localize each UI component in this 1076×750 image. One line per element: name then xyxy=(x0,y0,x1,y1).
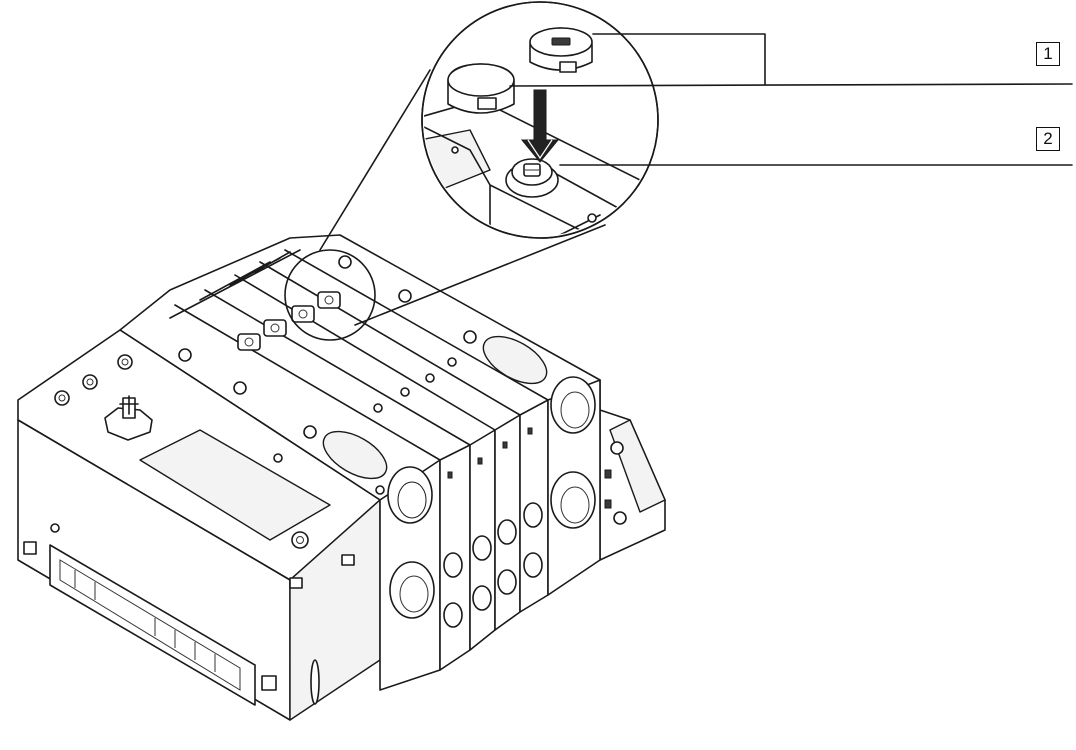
detail-view xyxy=(421,1,659,239)
valve-terminal-assembly xyxy=(17,234,666,721)
valve-slices xyxy=(169,249,549,495)
callout-leaders xyxy=(509,33,1073,166)
cover-cap-lower xyxy=(447,63,515,114)
detail-zoom-area xyxy=(284,249,376,341)
electrical-connection-module xyxy=(17,329,381,721)
manual-override-socket xyxy=(505,158,559,198)
multipin-connector xyxy=(49,544,256,706)
magnifier-leader-lines xyxy=(319,69,606,326)
insertion-arrow xyxy=(520,89,560,163)
cable-gland xyxy=(104,395,153,441)
valve-slice-fronts xyxy=(379,376,627,691)
callout-label-2: 2 xyxy=(1036,127,1060,151)
base-rail xyxy=(599,409,666,561)
callout-label-1: 1 xyxy=(1036,42,1060,66)
cover-cap-upper xyxy=(529,27,593,73)
